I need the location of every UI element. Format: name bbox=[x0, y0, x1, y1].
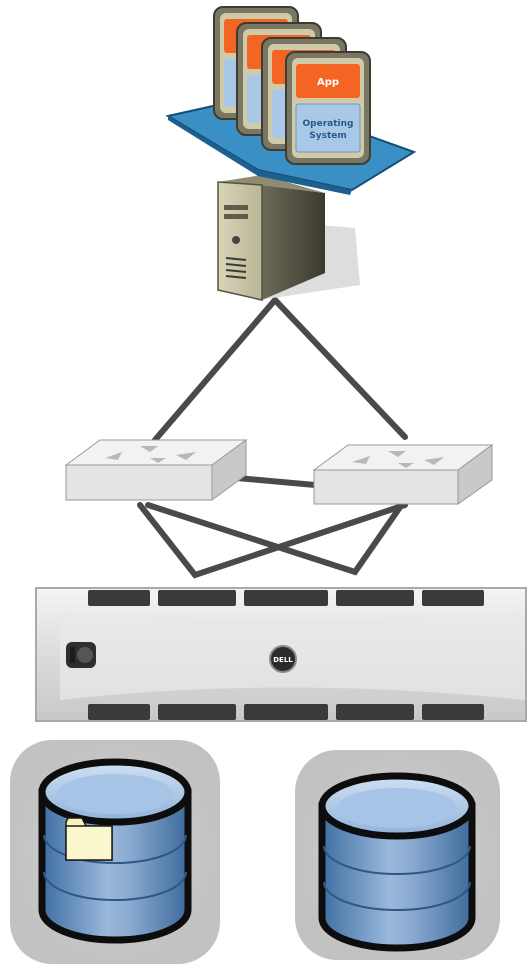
server-front-face bbox=[217, 181, 263, 301]
storage-volume-left bbox=[10, 740, 220, 964]
storage-power-button-icon bbox=[66, 642, 96, 668]
os-label-line1: Operating bbox=[303, 119, 354, 129]
dell-logo: DELL bbox=[269, 645, 297, 673]
link-switch-to-switch bbox=[234, 475, 318, 488]
link-left-switch-cross bbox=[137, 502, 408, 579]
app-label: App bbox=[317, 77, 339, 88]
virtual-machine-4: App Operating System bbox=[285, 51, 371, 165]
storage-array: DELL bbox=[35, 587, 527, 722]
volume-right-cylinder bbox=[318, 802, 476, 952]
switch-left-arrows-icon bbox=[105, 446, 196, 463]
network-switch-left bbox=[64, 439, 248, 501]
storage-top-vents bbox=[88, 590, 484, 606]
physical-server bbox=[217, 175, 360, 301]
storage-bottom-vents bbox=[88, 704, 484, 720]
os-layer bbox=[295, 103, 361, 153]
os-label-line2: System bbox=[309, 131, 347, 141]
link-server-switch-right bbox=[272, 297, 408, 440]
hypervisor-platform-edge bbox=[168, 116, 352, 195]
link-server-switch-left bbox=[152, 297, 278, 443]
server-vent-grille bbox=[225, 257, 247, 279]
storage-volume-right bbox=[295, 750, 500, 960]
server-drive-bay-1 bbox=[224, 205, 248, 210]
switch-right-arrows-icon bbox=[352, 451, 444, 468]
network-links bbox=[137, 297, 408, 579]
folder-icon bbox=[65, 817, 113, 861]
server-power-button bbox=[232, 236, 240, 244]
link-right-switch-cross bbox=[145, 497, 408, 576]
network-switch-right bbox=[312, 444, 494, 505]
server-side-face bbox=[262, 185, 325, 300]
app-layer bbox=[296, 64, 360, 98]
svg-text:DELL: DELL bbox=[273, 656, 293, 664]
server-top-face bbox=[218, 175, 325, 193]
server-drive-bay-2 bbox=[224, 214, 248, 219]
virtual-machine-stack: App Operating System bbox=[213, 6, 371, 165]
